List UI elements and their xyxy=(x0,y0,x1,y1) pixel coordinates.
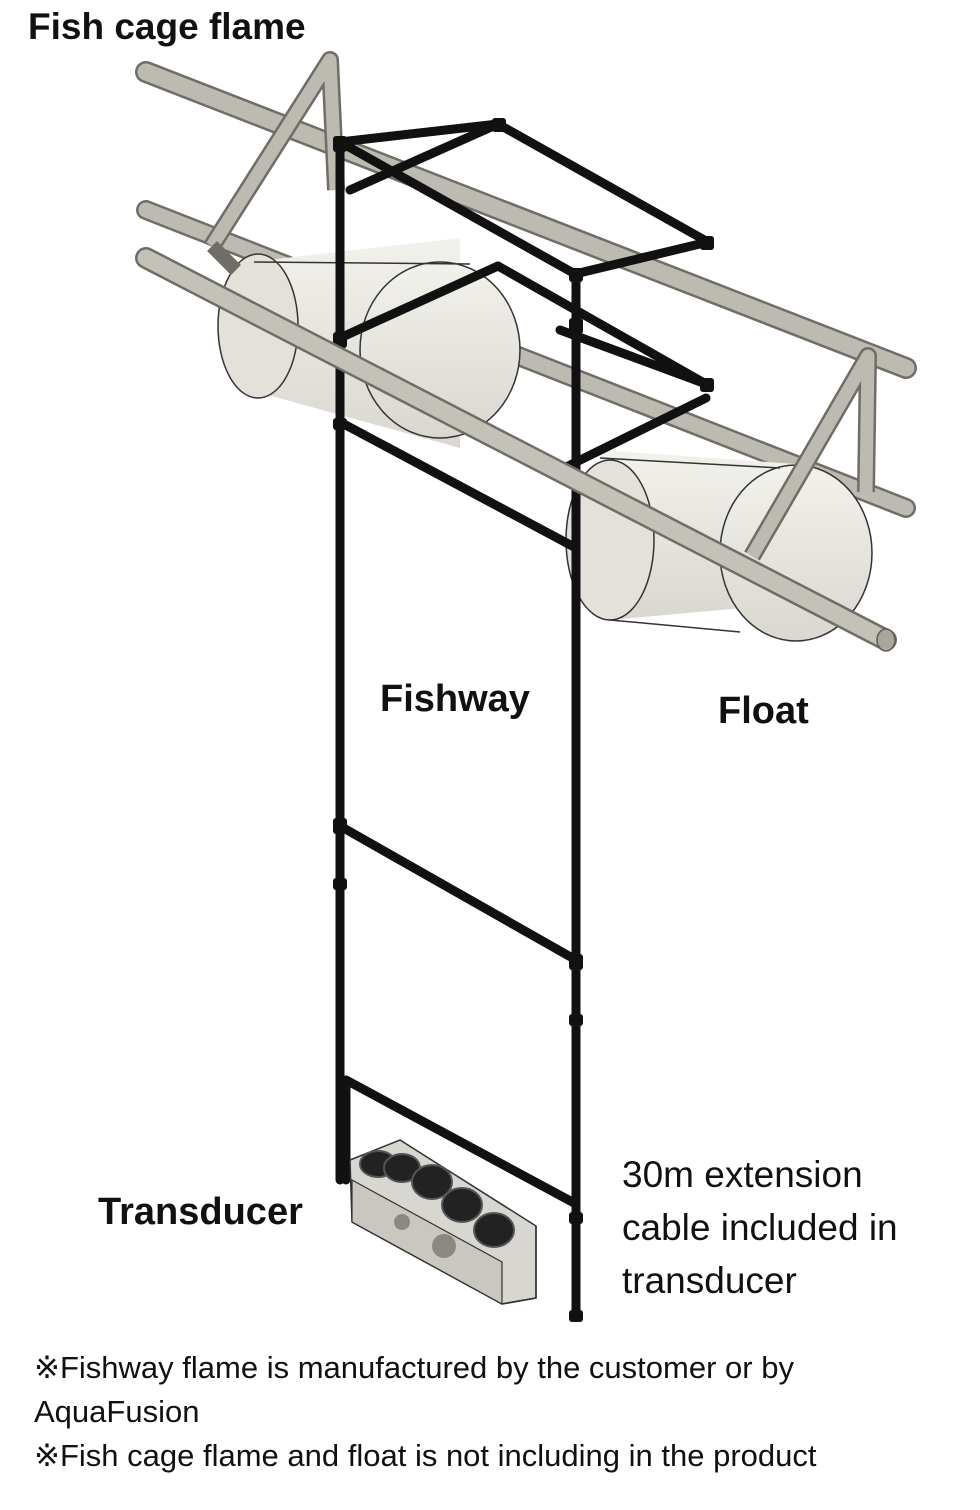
fish-cage-frame-front xyxy=(135,241,897,652)
note-manufacturer-line-1: ※Fishway flame is manufactured by the cu… xyxy=(34,1350,794,1385)
fishway-frame xyxy=(335,119,713,1321)
fishway-label: Fishway xyxy=(380,678,530,720)
fish-cage-frame-label: Fish cage flame xyxy=(28,6,320,48)
note-manufacturer-line-2: AquaFusion xyxy=(34,1394,200,1429)
note-not-included: ※Fish cage flame and float is not includ… xyxy=(34,1438,817,1473)
float-label: Float xyxy=(718,690,809,732)
transducer-label: Transducer xyxy=(98,1191,303,1233)
fishway-joints xyxy=(333,118,714,1322)
transducer xyxy=(349,1139,537,1306)
cable-label-line-3: transducer xyxy=(622,1260,797,1301)
cable-label-line-2: cable included in xyxy=(622,1207,898,1248)
extension-cable-label: 30m extension cable included in transduc… xyxy=(622,1148,898,1307)
cable-label-line-1: 30m extension xyxy=(622,1154,863,1195)
